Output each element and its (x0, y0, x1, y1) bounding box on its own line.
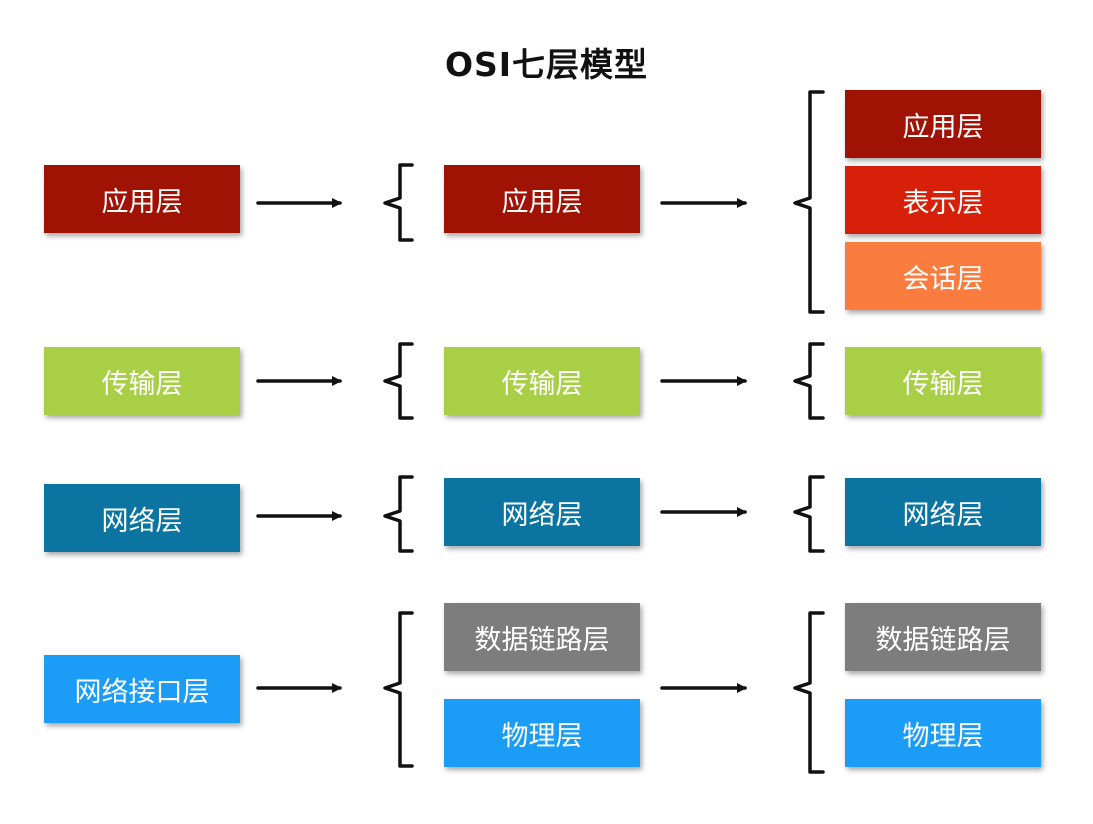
diagram-title: OSI七层模型 (444, 45, 649, 84)
left-brace (793, 475, 825, 553)
col2-transport-layer: 传输层 (444, 347, 640, 415)
col3-application-layer: 应用层 (845, 90, 1041, 158)
left-brace (383, 475, 414, 553)
col3-session-layer: 会话层 (845, 242, 1041, 310)
left-brace (793, 342, 825, 420)
col3-transport-layer: 传输层 (845, 347, 1041, 415)
col2-application-layer: 应用层 (444, 165, 640, 233)
col3-network-layer: 网络层 (845, 478, 1041, 546)
col1-application-layer: 应用层 (44, 165, 240, 233)
col1-network-layer: 网络层 (44, 484, 240, 552)
left-brace (793, 90, 825, 314)
left-brace (383, 611, 414, 768)
col2-network-layer: 网络层 (444, 478, 640, 546)
left-brace (383, 342, 414, 420)
col2-data-link-layer: 数据链路层 (444, 603, 640, 671)
left-brace (383, 163, 414, 242)
col1-network-interface-layer: 网络接口层 (44, 655, 240, 723)
col3-data-link-layer: 数据链路层 (845, 603, 1041, 671)
col3-presentation-layer: 表示层 (845, 166, 1041, 234)
col2-physical-layer: 物理层 (444, 699, 640, 767)
left-brace (793, 611, 825, 774)
col3-physical-layer: 物理层 (845, 699, 1041, 767)
col1-transport-layer: 传输层 (44, 347, 240, 415)
